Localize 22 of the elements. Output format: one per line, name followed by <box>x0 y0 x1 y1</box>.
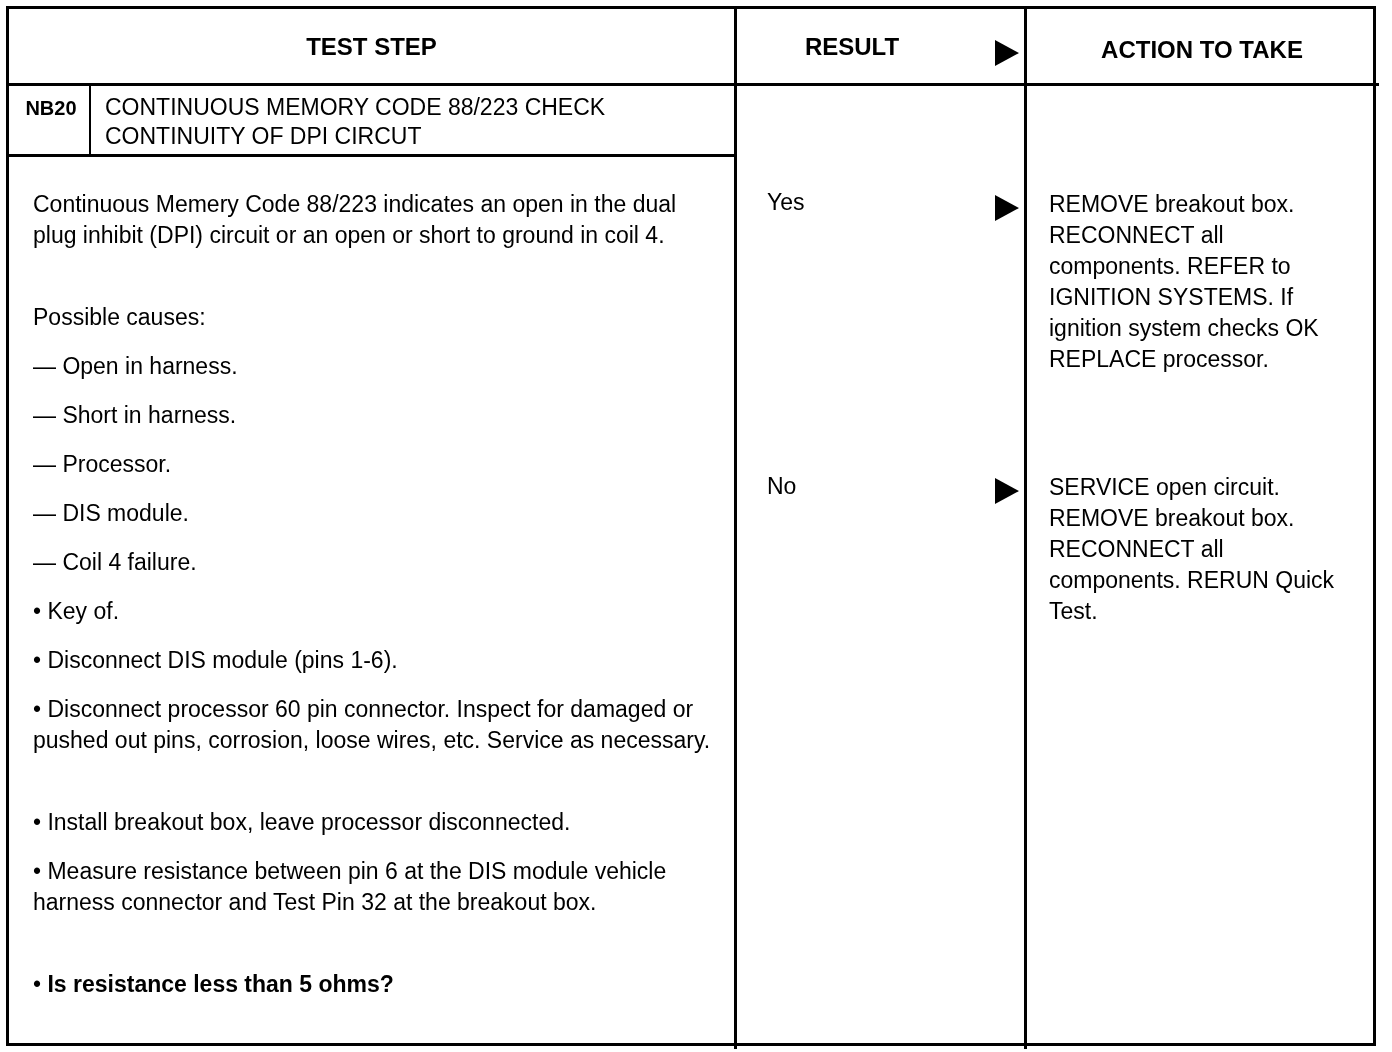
question-text: • Is resistance less than 5 ohms? <box>33 970 395 999</box>
action-text: SERVICE open circuit. REMOVE breakout box. RECONNECT all components. RERUN Quick Test. <box>1049 473 1336 626</box>
cause-item: — DIS module. <box>33 499 190 528</box>
instruction-item: • Key of. <box>33 597 121 626</box>
instruction-item: • Disconnect processor 60 pin connector. Inspect for damaged or pushed out pins, corrosion, loose wires, etc. Service as necessary. <box>33 695 712 755</box>
step-title: CONTINUOUS MEMORY CODE 88/223 CHECK CONTINUITY OF DPI CIRCUT <box>105 93 607 151</box>
result-text: No <box>767 472 798 501</box>
list-heading: Possible causes: <box>33 303 207 332</box>
cause-item: — Open in harness. <box>33 352 239 381</box>
instruction-item: • Install breakout box, leave processor disconnected. <box>33 808 572 837</box>
instruction-item: • Measure resistance between pin 6 at the DIS module vehicle harness connector and Test Pin 32 at the breakout box. <box>33 857 668 917</box>
cause-item: — Short in harness. <box>33 401 238 430</box>
description-text: Continuous Memery Code 88/223 indicates an open in the dual plug inhibit (DPI) circuit or an open or short to ground in coil 4. <box>33 190 678 250</box>
column-header: ACTION TO TAKE <box>1100 35 1304 65</box>
instruction-item: • Disconnect DIS module (pins 1-6). <box>33 646 399 675</box>
action-text: REMOVE breakout box. RECONNECT all components. REFER to IGNITION SYSTEMS. If ignition system checks OK REPLACE processor. <box>1049 190 1320 374</box>
step-number: NB20 <box>24 96 78 121</box>
result-text: Yes <box>767 188 806 217</box>
column-header: RESULT <box>803 32 901 62</box>
cause-item: — Processor. <box>33 450 173 479</box>
column-header: TEST STEP <box>305 32 438 62</box>
cause-item: — Coil 4 failure. <box>33 548 198 577</box>
